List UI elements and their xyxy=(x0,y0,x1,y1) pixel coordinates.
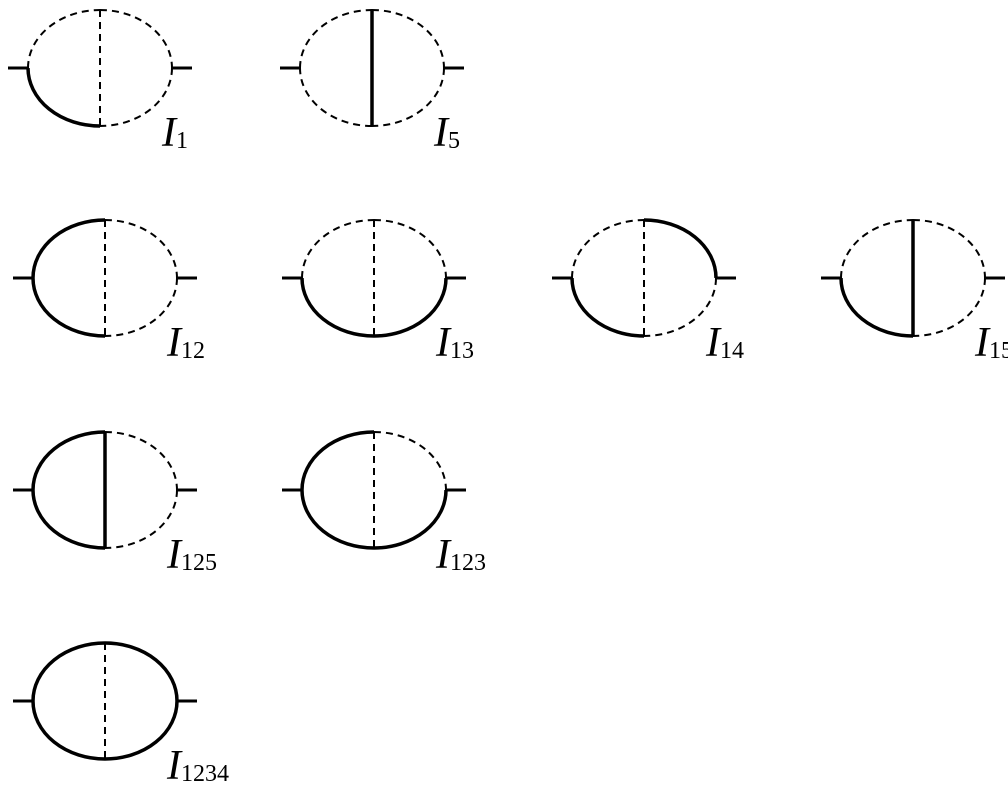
diagram-label: I xyxy=(974,320,991,366)
diagram-label: I xyxy=(435,532,452,578)
diagram-label-subscript: 1 xyxy=(176,128,188,154)
propagator-bottom-left-massive xyxy=(300,489,375,550)
propagator-top-left-massless xyxy=(840,219,914,279)
propagator-bottom-left-massive xyxy=(31,489,106,550)
propagator-top-left-massless xyxy=(571,219,645,279)
diagram-label: I xyxy=(161,110,178,156)
diagram-label-subscript: 15 xyxy=(989,338,1008,364)
propagator-top-left-massive xyxy=(31,641,106,702)
propagator-bottom-left-massive xyxy=(26,67,101,128)
propagator-top-left-massive xyxy=(31,218,106,279)
propagator-bottom-left-massive xyxy=(839,277,914,338)
propagator-bottom-left-massive xyxy=(570,277,645,338)
diagram-label-subscript: 12 xyxy=(181,338,205,364)
diagram-label: I xyxy=(433,110,450,156)
propagator-bottom-left-massive xyxy=(31,700,106,761)
propagator-top-left-massless xyxy=(301,219,375,279)
propagator-top-right-massless xyxy=(104,219,178,279)
propagator-top-left-massless xyxy=(27,9,101,69)
propagator-top-right-massless xyxy=(99,9,173,69)
propagator-bottom-right-massless xyxy=(912,277,986,337)
diagram-label-subscript: 5 xyxy=(448,128,460,154)
propagator-bottom-right-massless xyxy=(104,489,178,549)
diagram-label: I xyxy=(166,320,183,366)
diagram-label: I xyxy=(705,320,722,366)
propagator-top-right-massless xyxy=(373,219,447,279)
diagram-label: I xyxy=(166,743,183,789)
propagator-top-left-massive xyxy=(300,430,375,491)
propagator-top-right-massive xyxy=(104,641,179,702)
propagator-bottom-right-massless xyxy=(371,67,445,127)
diagram-label-subscript: 123 xyxy=(450,550,486,576)
propagator-top-right-massless xyxy=(104,431,178,491)
propagator-top-right-massless xyxy=(371,9,445,69)
propagator-bottom-left-massless xyxy=(299,67,373,127)
propagator-top-left-massless xyxy=(299,9,373,69)
diagram-label-subscript: 14 xyxy=(720,338,744,364)
propagator-top-left-massive xyxy=(31,430,106,491)
propagator-bottom-right-massless xyxy=(643,277,717,337)
diagram-label-subscript: 13 xyxy=(450,338,474,364)
propagator-bottom-left-massive xyxy=(31,277,106,338)
diagram-label: I xyxy=(166,532,183,578)
propagator-bottom-right-massive xyxy=(373,277,448,338)
propagator-bottom-left-massive xyxy=(300,277,375,338)
diagram-label: I xyxy=(435,320,452,366)
propagator-bottom-right-massless xyxy=(99,67,173,127)
propagator-top-right-massless xyxy=(373,431,447,491)
propagator-bottom-right-massive xyxy=(104,700,179,761)
propagator-bottom-right-massive xyxy=(373,489,448,550)
diagram-label-subscript: 125 xyxy=(181,550,217,576)
diagram-label-subscript: 1234 xyxy=(181,761,229,787)
propagator-top-right-massive xyxy=(643,218,718,279)
propagator-bottom-right-massless xyxy=(104,277,178,337)
propagator-top-right-massless xyxy=(912,219,986,279)
